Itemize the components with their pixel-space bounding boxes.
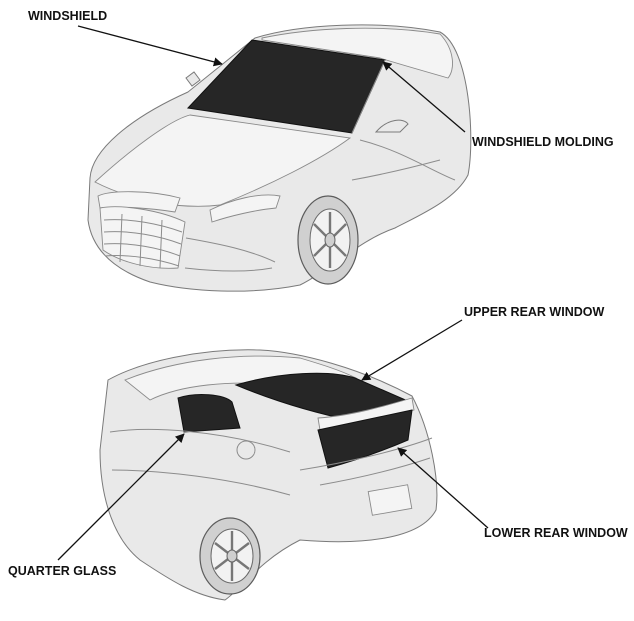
upper-rear-window-label: UPPER REAR WINDOW: [464, 305, 604, 319]
windshield-leader: [77, 25, 223, 67]
front-car-illustration: [87, 24, 472, 292]
lower-rear-window-pane: [317, 409, 413, 469]
windshield-label: WINDSHIELD: [28, 9, 107, 23]
lower-rear-window-label: LOWER REAR WINDOW: [484, 526, 628, 540]
callout-leaders: [57, 25, 489, 561]
rear-wheel: [199, 517, 261, 595]
quarter-glass-label: QUARTER GLASS: [8, 564, 116, 578]
windshield-molding-leader: [382, 61, 466, 133]
quarter-glass-leader: [57, 433, 185, 561]
windshield-molding-label: WINDSHIELD MOLDING: [472, 135, 614, 149]
callout-labels: WINDSHIELD WINDSHIELD MOLDING UPPER REAR…: [8, 9, 628, 578]
lower-rear-window-leader: [397, 447, 489, 529]
rear-car-illustration: [99, 349, 438, 601]
upper-rear-window-leader: [361, 319, 463, 381]
front-wheel: [297, 195, 359, 285]
quarter-glass-pane: [177, 394, 241, 433]
grille-bars: [103, 213, 183, 269]
